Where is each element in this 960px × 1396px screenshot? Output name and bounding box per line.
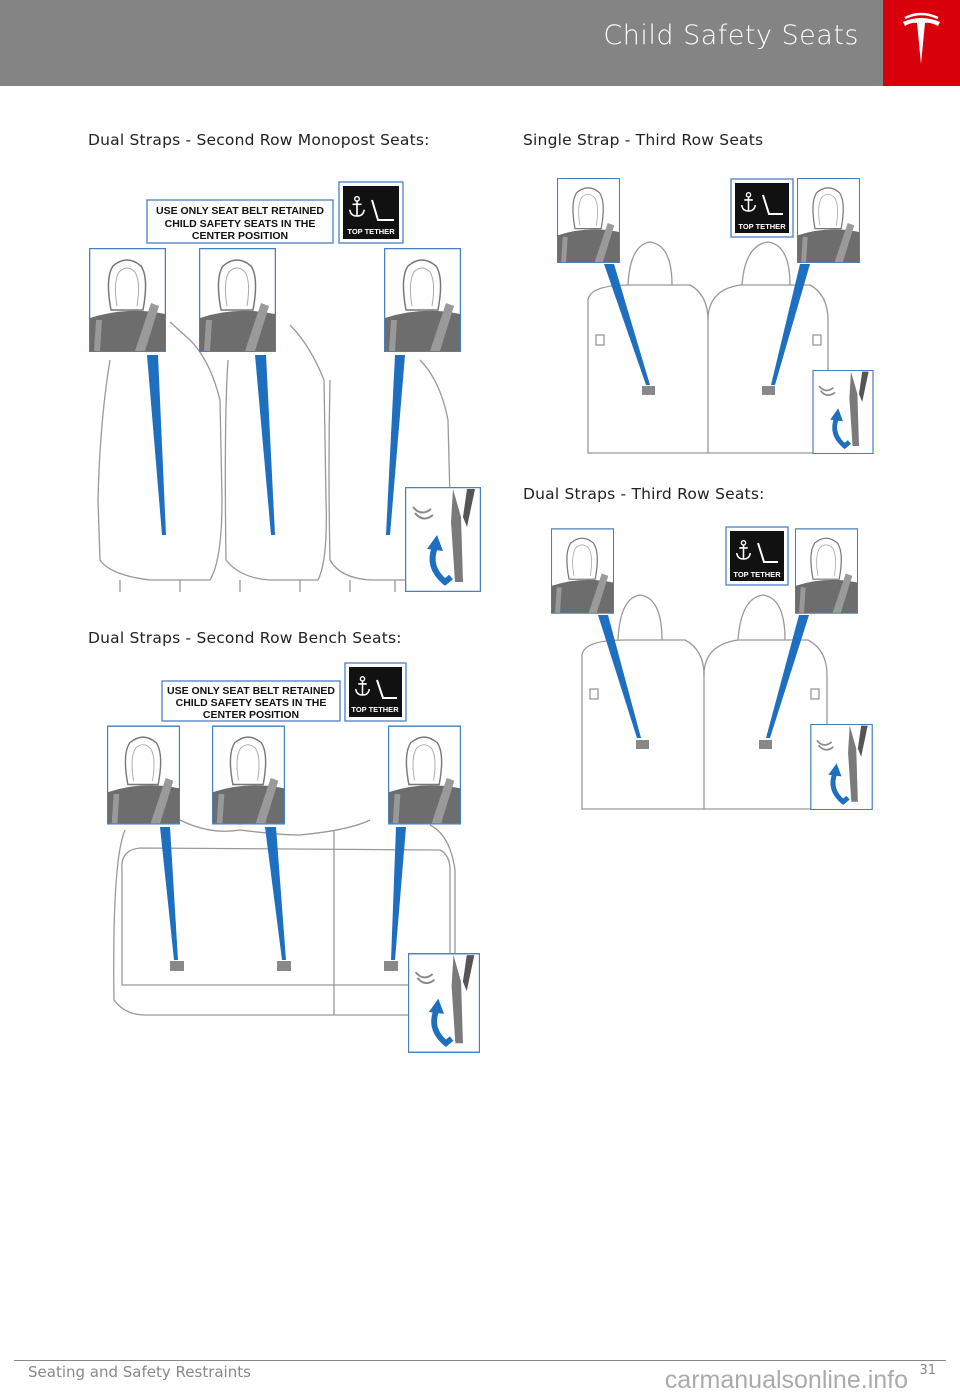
- tesla-logo: [883, 0, 960, 86]
- caption-monopost: Dual Straps - Second Row Monopost Seats:: [88, 131, 430, 149]
- anchor-point: [277, 961, 291, 971]
- strap: [386, 355, 405, 535]
- seat-outlines: [97, 321, 451, 592]
- top-tether-icon: TOP TETHER: [344, 662, 407, 722]
- tether-buckle-inset: [811, 724, 872, 809]
- headrest-inset: [212, 726, 284, 824]
- strap: [604, 264, 650, 385]
- anchor-point: [384, 961, 398, 971]
- svg-text:CHILD SAFETY SEATS IN THE: CHILD SAFETY SEATS IN THE: [165, 218, 316, 230]
- figure-third-single: TOP TETHER: [557, 178, 873, 453]
- strap: [160, 827, 178, 960]
- svg-text:CHILD SAFETY SEATS IN THE: CHILD SAFETY SEATS IN THE: [176, 697, 327, 709]
- svg-text:TOP TETHER: TOP TETHER: [738, 222, 786, 231]
- headrest-inset: [797, 178, 859, 262]
- strap: [771, 264, 810, 385]
- headrest-inset: [551, 529, 613, 613]
- headrest-inset: [90, 249, 166, 352]
- headrest-inset: [557, 178, 619, 262]
- svg-text:TOP TETHER: TOP TETHER: [351, 705, 399, 714]
- headrest-inset: [385, 249, 461, 352]
- tether-buckle-inset: [406, 488, 481, 592]
- watermark: carmanualsonline.info: [664, 1366, 908, 1394]
- strap: [147, 355, 166, 535]
- seat-outlines: [587, 241, 829, 454]
- page-number: 31: [919, 1363, 936, 1378]
- anchor-point: [170, 961, 184, 971]
- footer-section: Seating and Safety Restraints: [28, 1363, 251, 1381]
- figure-third-dual: TOP TETHER: [551, 526, 872, 810]
- tether-buckle-inset: [408, 954, 479, 1053]
- anchor-point: [762, 386, 775, 395]
- tether-buckle-inset: [813, 370, 873, 453]
- strap: [766, 615, 809, 738]
- top-tether-icon: TOP TETHER: [338, 181, 404, 244]
- caption-third-dual: Dual Straps - Third Row Seats:: [523, 485, 765, 503]
- headrest-inset: [107, 726, 179, 824]
- page-header: Child Safety Seats: [0, 0, 883, 86]
- center-notice: USE ONLY SEAT BELT RETAINED CHILD SAFETY…: [146, 199, 334, 244]
- top-tether-icon: TOP TETHER: [725, 526, 789, 586]
- footer-divider: [14, 1360, 946, 1361]
- page-title: Child Safety Seats: [603, 20, 859, 51]
- strap: [391, 827, 406, 960]
- anchor-point: [759, 740, 772, 749]
- top-tether-icon: TOP TETHER: [730, 178, 794, 238]
- anchor-point: [642, 386, 655, 395]
- svg-text:TOP TETHER: TOP TETHER: [347, 227, 395, 236]
- caption-bench: Dual Straps - Second Row Bench Seats:: [88, 629, 402, 647]
- strap: [265, 827, 286, 960]
- seat-outlines: [113, 819, 456, 1016]
- svg-text:CENTER POSITION: CENTER POSITION: [192, 230, 288, 242]
- svg-text:USE ONLY SEAT BELT RETAINED: USE ONLY SEAT BELT RETAINED: [167, 685, 335, 697]
- anchor-point: [636, 740, 649, 749]
- headrest-inset: [388, 726, 460, 824]
- strap: [598, 615, 641, 738]
- svg-text:USE ONLY SEAT BELT RETAINED: USE ONLY SEAT BELT RETAINED: [156, 205, 324, 217]
- strap: [255, 355, 275, 535]
- svg-text:CENTER POSITION: CENTER POSITION: [203, 709, 299, 721]
- figure-bench: USE ONLY SEAT BELT RETAINED CHILD SAFETY…: [107, 662, 479, 1053]
- seat-outlines: [581, 594, 828, 810]
- headrest-inset: [200, 249, 276, 352]
- headrest-inset: [795, 529, 857, 613]
- figure-monopost: USE ONLY SEAT BELT RETAINED CHILD SAFETY…: [90, 181, 481, 592]
- svg-text:TOP TETHER: TOP TETHER: [733, 570, 781, 579]
- caption-third-single: Single Strap - Third Row Seats: [523, 131, 764, 149]
- center-notice: USE ONLY SEAT BELT RETAINED CHILD SAFETY…: [161, 680, 341, 722]
- tesla-logo-icon: [903, 12, 940, 64]
